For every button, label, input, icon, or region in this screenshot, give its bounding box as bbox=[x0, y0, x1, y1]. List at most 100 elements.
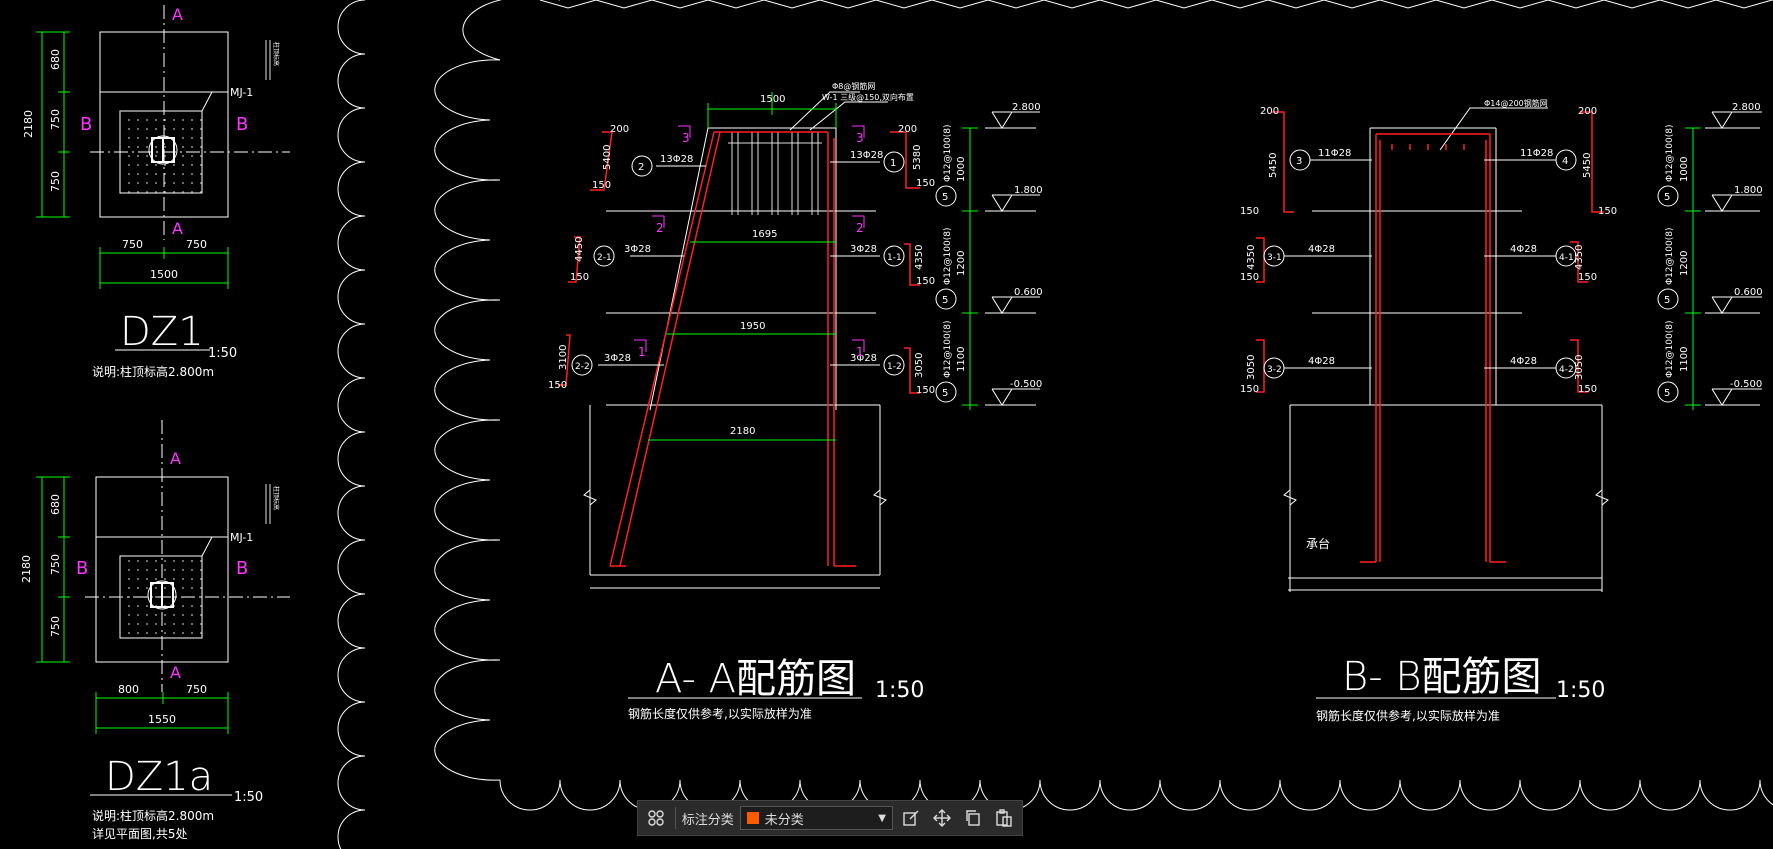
move-icon[interactable] bbox=[930, 805, 955, 831]
dz1-plan-view bbox=[36, 5, 290, 351]
annotation-toolbar: 标注分类 未分类 ▼ bbox=[637, 800, 1023, 836]
edit-icon[interactable] bbox=[899, 805, 924, 831]
dz1a-plan-view bbox=[36, 420, 290, 796]
bb-rebar-section bbox=[1256, 107, 1762, 699]
dz1a-dim-bottom-left: 800 bbox=[118, 683, 139, 696]
bb-bar-4-1-spec: 4Φ28 bbox=[1510, 244, 1537, 255]
bb-bar-4-2-spec: 4Φ28 bbox=[1510, 356, 1537, 367]
bb-seg-dim-1: 1000 bbox=[1679, 157, 1690, 182]
aa-bar-2-1-circle: 2-1 bbox=[597, 253, 612, 263]
bb-title: B- B配筋图 bbox=[1342, 654, 1542, 700]
dz1-dim-750a: 750 bbox=[49, 109, 62, 130]
grid-group-icon[interactable] bbox=[644, 805, 669, 831]
dz1-dim-bottom-right: 750 bbox=[186, 238, 207, 251]
bb-elev-4: -0.500 bbox=[1730, 379, 1762, 390]
dz1a-side-marker-left: B bbox=[76, 558, 88, 579]
bb-elev-3: 0.600 bbox=[1734, 287, 1763, 298]
aa-stirrup-circle-3: 5 bbox=[942, 388, 948, 399]
aa-sect-mark-1-right: 1 bbox=[856, 345, 864, 359]
annotation-category-select[interactable]: 未分类 ▼ bbox=[739, 806, 893, 830]
aa-bar-1-1-hook: 150 bbox=[916, 276, 935, 287]
paste-icon[interactable] bbox=[991, 805, 1016, 831]
aa-sect-mark-2-right: 2 bbox=[856, 221, 864, 235]
aa-dim-2180: 2180 bbox=[730, 426, 755, 437]
aa-bar-2-hook: 150 bbox=[592, 180, 611, 191]
aa-bar-1-2-hook: 150 bbox=[916, 385, 935, 396]
aa-bar-2-circle: 2 bbox=[638, 162, 644, 173]
dz1-scale: 1:50 bbox=[208, 346, 237, 361]
dz1-labels: A A B B MJ-1 680 750 750 2180 750 750 15… bbox=[22, 5, 280, 379]
bb-bar-3-2-hook: 150 bbox=[1240, 384, 1259, 395]
aa-seg-dim-3: 1100 bbox=[956, 347, 967, 372]
bb-bar-4-1-circle: 4-1 bbox=[1559, 253, 1574, 263]
bb-stirrup-spec-2: Φ12@100(8) bbox=[1665, 228, 1675, 285]
aa-sect-mark-3-left: 3 bbox=[682, 131, 690, 145]
bb-seg-dim-3: 1100 bbox=[1679, 347, 1690, 372]
bb-bar-4-hook-top: 200 bbox=[1578, 106, 1597, 117]
dz1a-dim-750a: 750 bbox=[49, 554, 62, 575]
dz1a-note1: 说明:柱顶标高2.800m bbox=[92, 808, 214, 823]
bb-callout: Φ14@200钢筋网 bbox=[1484, 98, 1548, 108]
dz1a-dim-750b: 750 bbox=[49, 616, 62, 637]
dz1a-side-marker-right: B bbox=[236, 558, 248, 579]
aa-bar-1-spec: 13Φ28 bbox=[850, 150, 883, 161]
dz1-plate-label: MJ-1 bbox=[230, 86, 253, 99]
aa-bar-2-2-hook: 150 bbox=[548, 380, 567, 391]
bb-seg-dim-2: 1200 bbox=[1679, 251, 1690, 276]
aa-bar-1-1-len: 4350 bbox=[914, 245, 925, 270]
dz1a-scale: 1:50 bbox=[234, 790, 263, 805]
bb-bar-4-1-len: 4350 bbox=[1574, 245, 1585, 270]
aa-stirrup-spec-1: Φ12@100(8) bbox=[943, 125, 953, 182]
aa-bar-2-spec: 13Φ28 bbox=[660, 154, 693, 165]
aa-bar-1-2-circle: 1-2 bbox=[887, 362, 902, 372]
dz1-vertical-note: 柱顶标高 bbox=[272, 42, 280, 66]
dz1a-title: DZ1a bbox=[105, 754, 213, 800]
aa-callout-1: Φ8@钢筋网 bbox=[832, 81, 875, 91]
toolbar-divider bbox=[674, 807, 676, 829]
dz1a-dim-bottom-right: 750 bbox=[186, 683, 207, 696]
aa-top-dim: 1500 bbox=[760, 94, 785, 105]
aa-bar-1-1-circle: 1-1 bbox=[887, 253, 902, 263]
bb-bar-3-2-circle: 3-2 bbox=[1267, 365, 1282, 375]
aa-title: A- A配筋图 bbox=[655, 656, 856, 702]
dz1a-vertical-note: 柱顶标高 bbox=[272, 486, 280, 510]
bb-bar-3-1-len: 4350 bbox=[1246, 245, 1257, 270]
aa-bar-1-circle: 1 bbox=[890, 158, 896, 169]
dz1a-note2: 详见平面图,共5处 bbox=[92, 826, 187, 841]
aa-bar-2-len: 5400 bbox=[602, 145, 613, 170]
dz1a-dim-total: 2180 bbox=[20, 555, 33, 583]
category-color-swatch bbox=[746, 812, 759, 824]
bb-bar-3-1-spec: 4Φ28 bbox=[1308, 244, 1335, 255]
bb-bar-4-hook: 150 bbox=[1598, 206, 1617, 217]
bb-stirrup-circle-3: 5 bbox=[1664, 388, 1670, 399]
bb-scale: 1:50 bbox=[1556, 678, 1605, 703]
bb-bar-3-1-hook: 150 bbox=[1240, 272, 1259, 283]
aa-elev-4: -0.500 bbox=[1010, 379, 1042, 390]
bb-bar-3-hook-top: 200 bbox=[1260, 106, 1279, 117]
aa-bar-2-hook-top: 200 bbox=[610, 124, 629, 135]
bb-bar-4-2-hook: 150 bbox=[1578, 384, 1597, 395]
category-selected-value: 未分类 bbox=[764, 812, 804, 828]
bb-note: 钢筋长度仅供参考,以实际放样为准 bbox=[1316, 708, 1500, 723]
bb-labels: Φ14@200钢筋网 3 11Φ28 200 5450 150 3-1 4Φ28… bbox=[1240, 98, 1763, 723]
copy-icon[interactable] bbox=[960, 805, 985, 831]
aa-bar-2-2-circle: 2-2 bbox=[575, 362, 590, 372]
aa-dim-1695: 1695 bbox=[752, 229, 777, 240]
aa-dim-1950: 1950 bbox=[740, 321, 765, 332]
dz1-dim-bottom-left: 750 bbox=[122, 238, 143, 251]
dz1a-dim-width-total: 1550 bbox=[148, 713, 176, 726]
aa-sect-mark-2-left: 2 bbox=[656, 221, 664, 235]
dz1-side-marker-right: B bbox=[236, 114, 248, 135]
bb-bar-4-spec: 11Φ28 bbox=[1520, 148, 1553, 159]
bb-bar-3-spec: 11Φ28 bbox=[1318, 148, 1351, 159]
bb-base-label: 承台 bbox=[1306, 536, 1330, 551]
bb-stirrup-spec-3: Φ12@100(8) bbox=[1665, 321, 1675, 378]
aa-bar-2-1-spec: 3Φ28 bbox=[624, 244, 651, 255]
chevron-down-icon: ▼ bbox=[878, 812, 886, 824]
bb-stirrup-spec-1: Φ12@100(8) bbox=[1665, 125, 1675, 182]
aa-bar-1-hook: 150 bbox=[916, 178, 935, 189]
aa-elev-3: 0.600 bbox=[1014, 287, 1043, 298]
bb-bar-3-2-len: 3050 bbox=[1246, 355, 1257, 380]
dz1-dim-680: 680 bbox=[49, 49, 62, 70]
